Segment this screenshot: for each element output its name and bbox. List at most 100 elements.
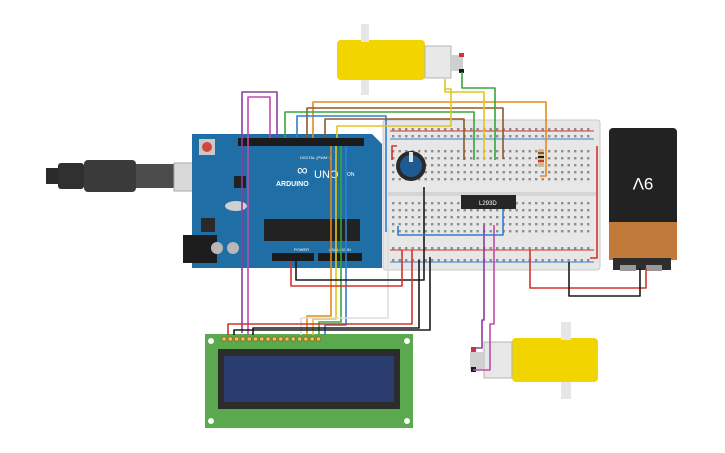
breadboard-hole [515, 247, 518, 250]
breadboard-hole [437, 135, 440, 138]
breadboard-hole [515, 202, 518, 205]
breadboard-hole [463, 223, 466, 226]
breadboard-hole [483, 209, 486, 212]
breadboard-hole [554, 247, 557, 250]
breadboard-hole [398, 247, 401, 250]
breadboard-hole [483, 216, 486, 219]
breadboard-hole [392, 216, 395, 219]
breadboard-hole [580, 135, 583, 138]
breadboard-hole [476, 230, 479, 233]
breadboard-hole [392, 223, 395, 226]
breadboard-hole [431, 230, 434, 233]
breadboard-hole [587, 223, 590, 226]
breadboard-hole [392, 202, 395, 205]
breadboard-hole [541, 223, 544, 226]
breadboard-hole [515, 259, 518, 262]
breadboard-hole [405, 259, 408, 262]
wire-pink-1 [247, 96, 271, 335]
breadboard-hole [515, 150, 518, 153]
breadboard-hole [470, 247, 473, 250]
breadboard-hole [548, 216, 551, 219]
breadboard-hole [405, 150, 408, 153]
analog-header [318, 253, 362, 261]
breadboard-hole [541, 247, 544, 250]
breadboard-hole [444, 128, 447, 131]
breadboard-hole [476, 223, 479, 226]
breadboard-hole [496, 209, 499, 212]
arduino-infinity-logo: ∞ [297, 162, 308, 179]
breadboard-hole [496, 135, 499, 138]
breadboard-hole [587, 259, 590, 262]
breadboard-hole [496, 150, 499, 153]
breadboard-hole [457, 247, 460, 250]
breadboard-hole [476, 209, 479, 212]
breadboard-hole [489, 223, 492, 226]
wire-black-battery [568, 262, 641, 297]
breadboard-hole [554, 178, 557, 181]
breadboard-hole [515, 216, 518, 219]
breadboard-hole [561, 150, 564, 153]
lcd-pin-header [221, 336, 322, 342]
lcd-pin [246, 336, 252, 342]
breadboard-hole [411, 216, 414, 219]
breadboard-hole [574, 202, 577, 205]
breadboard-hole [580, 202, 583, 205]
breadboard-hole [535, 202, 538, 205]
breadboard-hole [561, 223, 564, 226]
breadboard-hole [431, 178, 434, 181]
breadboard-hole [561, 164, 564, 167]
breadboard-hole [554, 164, 557, 167]
breadboard-hole [431, 247, 434, 250]
breadboard-hole [424, 202, 427, 205]
breadboard-hole [522, 259, 525, 262]
breadboard-hole [450, 178, 453, 181]
potentiometer [396, 151, 426, 181]
breadboard-hole [405, 209, 408, 212]
breadboard-hole [574, 171, 577, 174]
breadboard-hole [574, 247, 577, 250]
breadboard-hole [509, 209, 512, 212]
breadboard-hole [444, 135, 447, 138]
breadboard-hole [535, 230, 538, 233]
breadboard-hole [411, 247, 414, 250]
breadboard-hole [528, 178, 531, 181]
breadboard-hole [496, 247, 499, 250]
breadboard-hole [437, 157, 440, 160]
breadboard-hole [392, 178, 395, 181]
breadboard-hole [554, 223, 557, 226]
breadboard-hole [587, 171, 590, 174]
breadboard-hole [418, 216, 421, 219]
breadboard-hole [528, 128, 531, 131]
breadboard-hole [470, 164, 473, 167]
breadboard-hole [567, 230, 570, 233]
breadboard-hole [398, 178, 401, 181]
breadboard-hole [392, 247, 395, 250]
breadboard-hole [515, 157, 518, 160]
breadboard-hole [405, 223, 408, 226]
breadboard-hole [418, 135, 421, 138]
breadboard-hole [424, 216, 427, 219]
breadboard-hole [444, 216, 447, 219]
breadboard-hole [535, 150, 538, 153]
breadboard-hole [463, 164, 466, 167]
breadboard-hole [522, 209, 525, 212]
breadboard-hole [463, 230, 466, 233]
breadboard-hole [437, 230, 440, 233]
breadboard-hole [522, 128, 525, 131]
breadboard-hole [463, 216, 466, 219]
breadboard-hole [411, 135, 414, 138]
breadboard-hole [437, 247, 440, 250]
breadboard-hole [509, 135, 512, 138]
breadboard-hole [424, 247, 427, 250]
wire-black-ground-2 [233, 257, 431, 335]
breadboard-hole [509, 150, 512, 153]
breadboard-hole [450, 247, 453, 250]
breadboard-hole [535, 164, 538, 167]
breadboard-hole [574, 135, 577, 138]
breadboard-hole [483, 178, 486, 181]
breadboard-hole [444, 223, 447, 226]
breadboard-hole [450, 171, 453, 174]
lcd-pin [271, 336, 278, 342]
breadboard-hole [457, 259, 460, 262]
breadboard-hole [483, 164, 486, 167]
